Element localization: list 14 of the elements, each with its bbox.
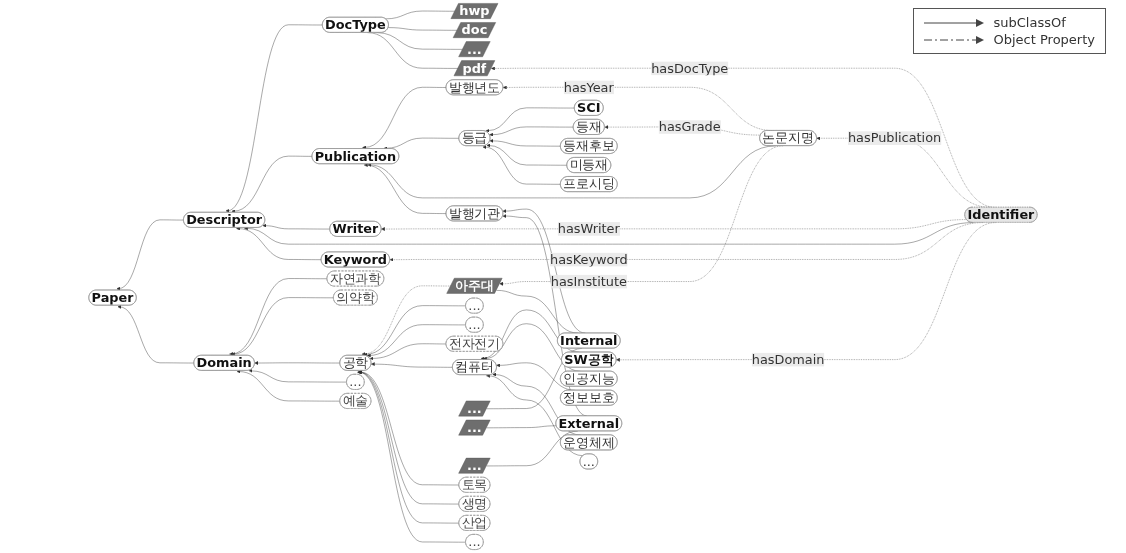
connector xyxy=(376,32,463,50)
edge-label: hasDomain xyxy=(751,352,825,367)
connector xyxy=(486,425,557,429)
connector xyxy=(388,27,458,31)
legend-text: Object Property xyxy=(993,32,1095,47)
edge-label: hasPublication xyxy=(847,130,942,146)
connector xyxy=(385,10,456,20)
edge-label: hasGrade xyxy=(658,119,721,135)
legend-text: subClassOf xyxy=(993,15,1066,30)
edge-label: hasInstitute xyxy=(550,273,627,289)
edge-label: hasYear xyxy=(563,79,614,95)
edge-label: hasWriter xyxy=(557,221,620,237)
edge-label: hasDocType xyxy=(651,60,729,76)
edge-label: hasKeyword xyxy=(550,251,628,267)
